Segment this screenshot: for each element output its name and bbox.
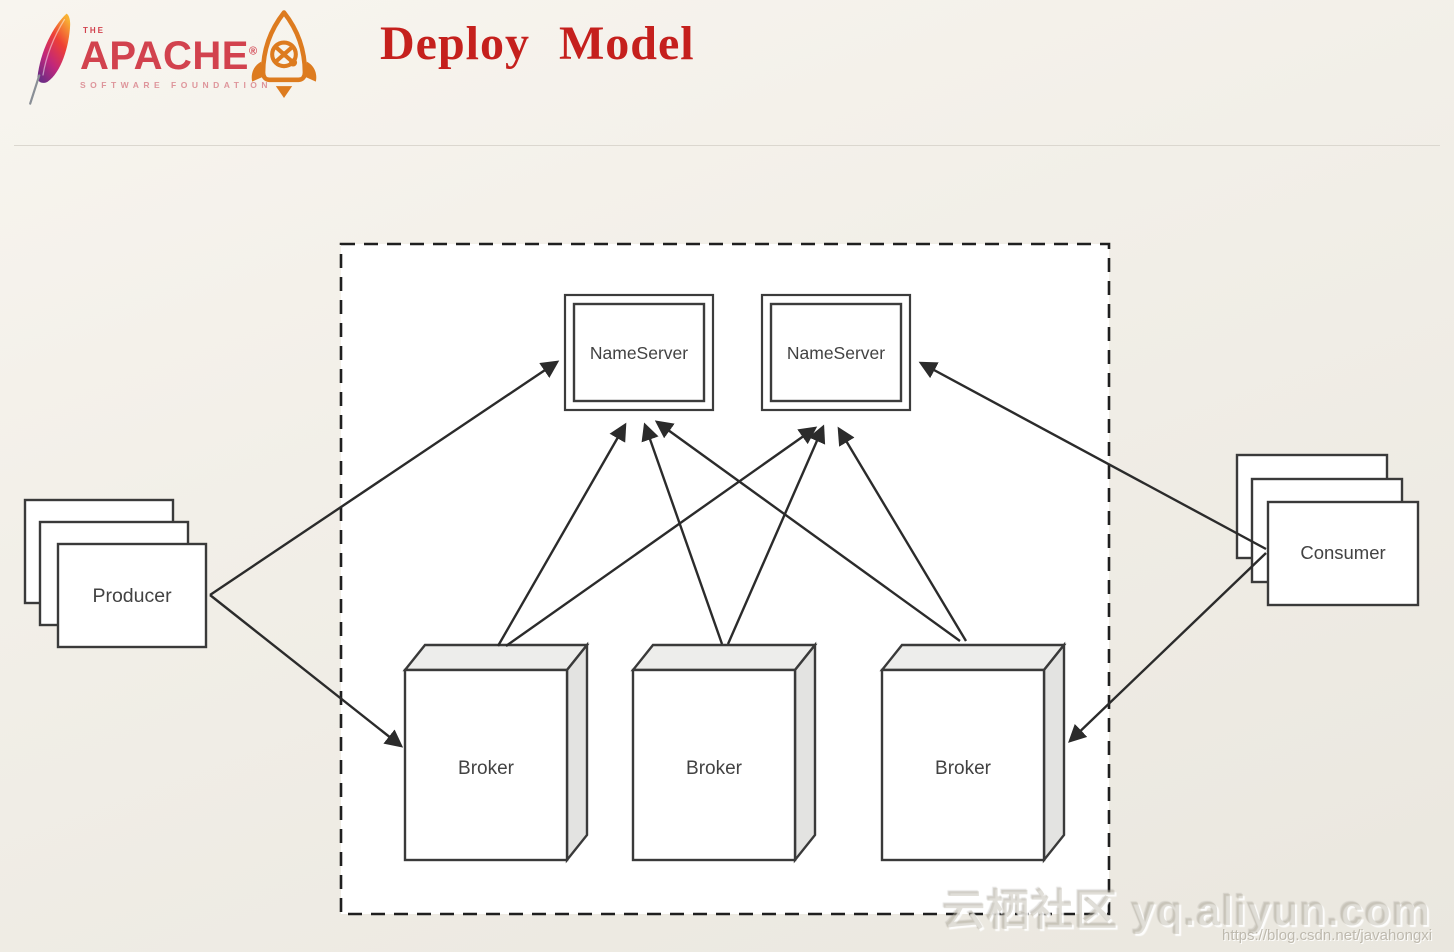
arrow-broker-3-to-nameserver-1 [654, 420, 961, 642]
arrow-broker-3-to-nameserver-2 [837, 426, 968, 642]
arrow-producer-to-broker-1 [209, 594, 404, 748]
producer-card-front [56, 542, 208, 649]
arrow-broker-2-to-nameserver-1 [641, 422, 724, 645]
apache-feather-icon [29, 13, 71, 105]
apache-the-label: THE [83, 26, 105, 35]
registered-mark: ® [248, 45, 258, 58]
consumer-card-front [1266, 500, 1420, 607]
broker-3-label: Broker [935, 758, 992, 779]
consumer-label: Consumer [1300, 542, 1385, 563]
apache-name-text: APACHE [80, 34, 249, 78]
watermark-url: https://blog.csdn.net/javahongxi [1222, 927, 1433, 944]
arrow-broker-2-to-nameserver-2 [726, 424, 826, 645]
apache-subtitle-label: SOFTWARE FOUNDATION [80, 80, 273, 90]
page-title: Deploy Model [380, 17, 695, 70]
rocketmq-rocket-icon [251, 10, 317, 98]
nameserver-2-node: NameServer [760, 293, 912, 412]
producer-node [23, 498, 208, 649]
header-divider [14, 145, 1440, 146]
broker-2-node: Broker [630, 641, 818, 864]
arrow-producer-to-nameserver-1 [209, 360, 560, 596]
broker-2-label: Broker [686, 758, 743, 779]
apache-name-label: APACHE® [80, 35, 272, 77]
broker-3-node: Broker [879, 641, 1067, 864]
broker-1-node: Broker [402, 641, 590, 864]
nameserver-2-label: NameServer [787, 343, 885, 363]
apache-logo: THE APACHE® SOFTWARE FOUNDATION [22, 10, 272, 110]
header: THE APACHE® SOFTWARE FOUNDATION Deploy M… [0, 0, 1454, 145]
nameserver-1-node: NameServer [563, 293, 715, 412]
broker-1-label: Broker [458, 758, 515, 779]
arrow-broker-1-to-nameserver-2 [505, 426, 818, 647]
apache-wordmark: THE APACHE® SOFTWARE FOUNDATION [80, 10, 272, 110]
watermark-site: 云栖社区 yq.aliyun.com [942, 887, 1431, 935]
nameserver-1-label: NameServer [590, 343, 688, 363]
arrow-broker-1-to-nameserver-1 [496, 422, 627, 647]
arrow-consumer-to-nameserver-2 [918, 361, 1267, 551]
arrow-consumer-to-broker-3 [1068, 552, 1267, 743]
producer-label: Producer [92, 585, 172, 607]
consumer-node [1235, 453, 1420, 607]
